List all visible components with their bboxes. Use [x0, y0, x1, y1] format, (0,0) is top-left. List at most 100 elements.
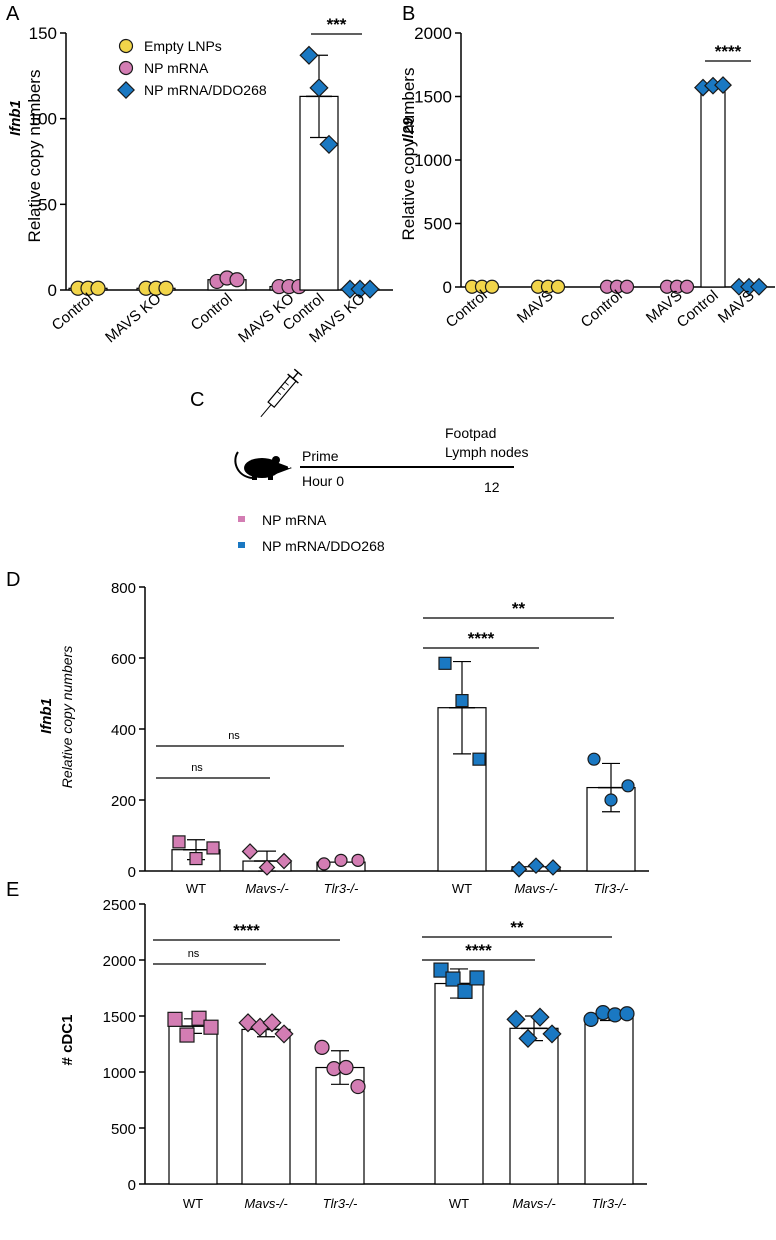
y-tick-label: 1000: [414, 151, 452, 170]
y-tick-label: 0: [48, 281, 57, 300]
legend-label-np-mrna-ddo268: NP mRNA/DDO268: [262, 538, 385, 554]
data-point: [334, 853, 348, 867]
data-point: [433, 962, 449, 978]
significance-label: ****: [715, 42, 742, 61]
y-tick-label: 500: [111, 1121, 136, 1138]
category-label: WT: [183, 1196, 203, 1211]
data-point: [314, 1039, 330, 1055]
data-point: [275, 852, 293, 870]
data-point: [262, 1013, 282, 1033]
data-point: [438, 656, 452, 670]
category-label: Mavs-/-: [512, 1196, 556, 1211]
data-point: [544, 859, 562, 876]
category-label: WT: [452, 881, 472, 896]
significance-label: ****: [465, 941, 492, 960]
significance-label: ns: [228, 730, 240, 742]
legend-cde: NP mRNA NP mRNA/DDO268: [238, 512, 385, 554]
data-point: [587, 752, 601, 766]
y-tick-label: 600: [111, 651, 136, 668]
y-tick-label: 400: [111, 722, 136, 739]
data-point: [604, 793, 618, 807]
timeline-hour-label: Hour 0: [302, 473, 344, 489]
data-point: [319, 134, 339, 154]
category-label: Mavs-/-: [245, 881, 289, 896]
panel-letter-a: A: [6, 3, 20, 25]
data-point: [750, 277, 768, 296]
category-label: Tlr3-/-: [323, 1196, 358, 1211]
data-point: [527, 857, 545, 875]
bar: [434, 982, 484, 1185]
legend-swatch-np-mrna: [238, 516, 245, 522]
data-point: [714, 76, 732, 95]
panel-letter-d: D: [6, 569, 20, 591]
bar: [584, 1015, 634, 1185]
data-point: [203, 1019, 219, 1035]
y-tick-label: 2000: [414, 24, 452, 43]
y-tick-label: 800: [111, 580, 136, 597]
data-point: [158, 280, 174, 296]
category-label: MAVS KO: [102, 290, 164, 346]
data-point: [679, 279, 695, 294]
data-point: [351, 853, 365, 867]
y-axis-label: Relative copy numbers: [25, 70, 44, 243]
y-axis-gene-label: Ifnb1: [38, 698, 55, 734]
data-point: [484, 279, 500, 294]
y-tick-label: 50: [38, 195, 57, 214]
y-tick-label: 2000: [103, 953, 136, 970]
panel-letter-c: C: [190, 389, 204, 411]
y-tick-label: 1000: [103, 1065, 136, 1082]
data-point: [317, 857, 331, 871]
timeline-end-hour: 12: [484, 479, 500, 495]
category-label: Mavs-/-: [514, 881, 558, 896]
y-tick-label: 0: [128, 864, 136, 881]
y-tick-label: 1500: [103, 1009, 136, 1026]
data-point: [621, 779, 635, 793]
y-tick-label: 0: [128, 1177, 136, 1194]
data-point: [172, 835, 186, 849]
legend-label: NP mRNA: [144, 60, 209, 76]
data-point: [206, 841, 220, 855]
mouse-icon: [234, 451, 292, 480]
significance-label: ***: [327, 15, 347, 34]
legend-label: NP mRNA/DDO268: [144, 82, 267, 98]
y-axis-gene-label: Il29: [400, 117, 417, 143]
category-label: Control: [674, 287, 722, 331]
data-point: [189, 851, 203, 866]
timeline-diagram: Prime Hour 0 Footpad Lymph nodes 12: [234, 368, 529, 495]
significance-label: **: [510, 918, 524, 937]
bar: [241, 1028, 291, 1185]
bar: [700, 85, 726, 288]
panel-letter-e: E: [6, 879, 19, 901]
category-label: Control: [578, 287, 626, 331]
timeline-end-label-1: Footpad: [445, 425, 496, 441]
y-tick-label: 0: [443, 278, 452, 297]
data-point: [309, 78, 329, 98]
data-point: [179, 1027, 195, 1043]
y-tick-label: 2500: [103, 897, 136, 914]
data-point: [583, 1011, 599, 1027]
timeline-end-label-2: Lymph nodes: [445, 444, 529, 460]
data-point: [191, 1010, 207, 1026]
data-point: [258, 859, 276, 876]
data-point: [469, 970, 485, 986]
timeline-prime-label: Prime: [302, 448, 339, 464]
y-tick-label: 1500: [414, 88, 452, 107]
data-point: [542, 1024, 562, 1044]
data-point: [241, 843, 259, 860]
bar: [168, 1025, 218, 1185]
data-point: [338, 1059, 354, 1076]
data-point: [530, 1007, 550, 1027]
significance-label: **: [512, 599, 526, 618]
data-point: [167, 1011, 183, 1027]
significance-label: ns: [188, 948, 200, 960]
category-label: WT: [186, 881, 206, 896]
data-point: [518, 1028, 538, 1048]
y-axis-label: Relative copy numbers: [399, 68, 418, 241]
y-tick-label: 100: [29, 110, 57, 129]
data-point: [619, 1006, 635, 1022]
significance-label: ****: [233, 921, 260, 940]
y-tick-label: 500: [424, 215, 452, 234]
